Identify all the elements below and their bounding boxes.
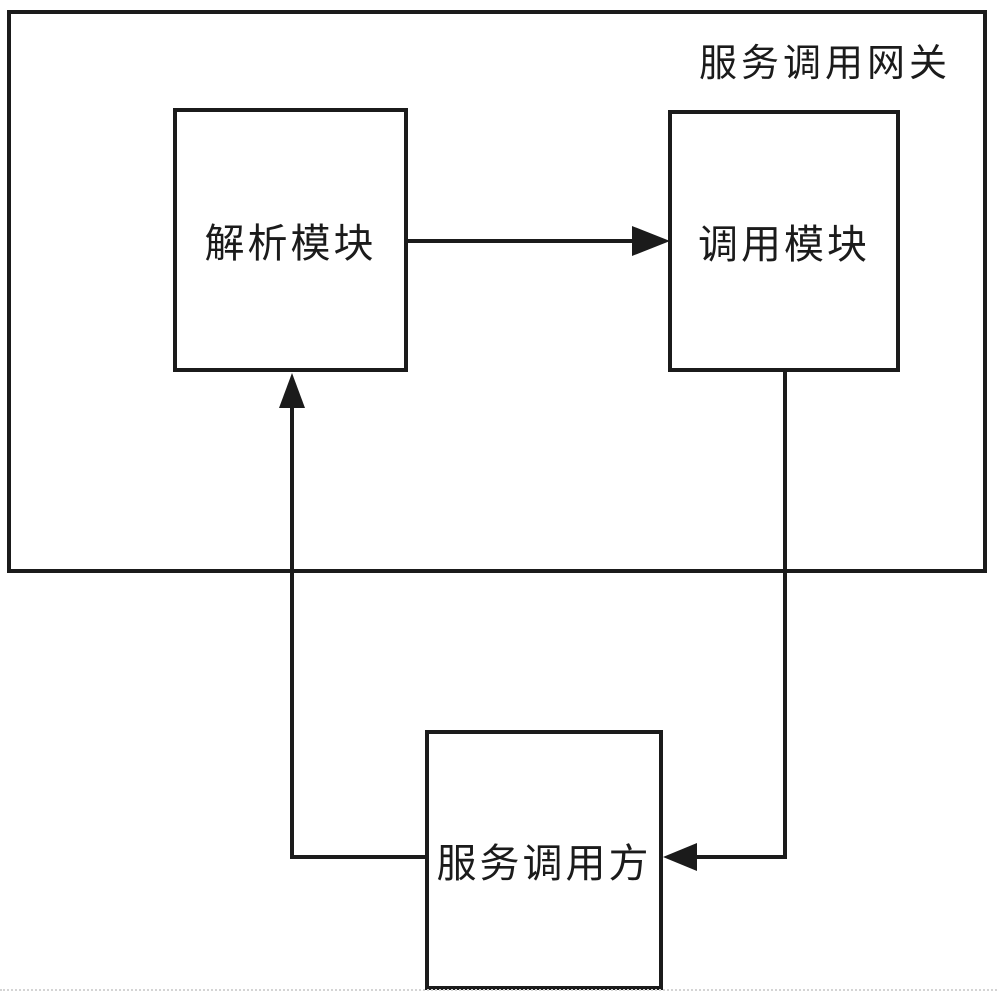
edge-invoke-to-caller-hline	[695, 855, 787, 859]
gateway-box: 服务调用网关	[7, 10, 987, 573]
scan-artifact-line	[0, 989, 997, 991]
service-caller-label: 服务调用方	[436, 841, 652, 887]
edge-invoke-to-caller-vline	[783, 370, 787, 859]
arrow-up-icon	[279, 373, 305, 408]
arrow-left-icon	[663, 843, 697, 871]
edge-parse-to-invoke-line	[408, 239, 636, 243]
invoke-module-box: 调用模块	[668, 110, 900, 372]
gateway-label: 服务调用网关	[698, 41, 951, 85]
edge-caller-to-parse-vline	[290, 404, 294, 859]
service-caller-label-wrap: 服务调用方	[429, 734, 659, 986]
service-caller-box: 服务调用方	[425, 730, 663, 990]
invoke-module-label: 调用模块	[698, 222, 870, 268]
parse-module-box: 解析模块	[173, 108, 408, 372]
invoke-module-label-wrap: 调用模块	[672, 114, 896, 368]
parse-module-label: 解析模块	[204, 221, 377, 267]
parse-module-label-wrap: 解析模块	[177, 112, 404, 368]
edge-caller-to-parse-hline	[292, 855, 425, 859]
arrow-right-icon	[632, 226, 670, 256]
